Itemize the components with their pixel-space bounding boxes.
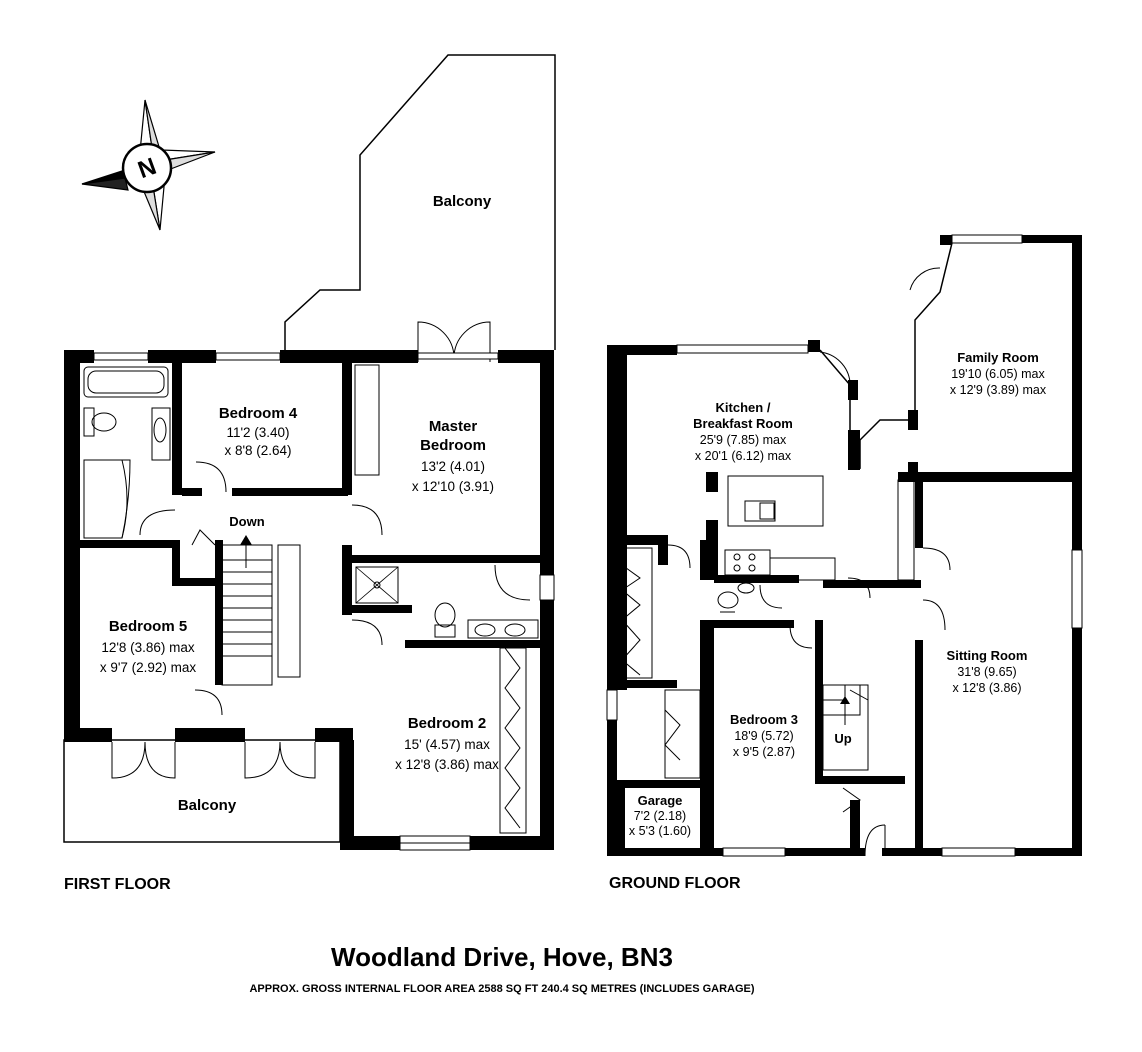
bedroom2-dim2: x 12'8 (3.86) max bbox=[395, 757, 499, 772]
kitchen-name-line2: Breakfast Room bbox=[693, 416, 793, 431]
bedroom4-name: Bedroom 4 bbox=[219, 405, 298, 422]
first-floor-plan bbox=[63, 54, 556, 851]
family-room-name: Family Room bbox=[957, 350, 1039, 365]
family-room-dim2: x 12'9 (3.89) max bbox=[950, 383, 1047, 397]
floor-area-subtitle: APPROX. GROSS INTERNAL FLOOR AREA 2588 S… bbox=[249, 983, 754, 995]
family-room-dim1: 19'10 (6.05) max bbox=[951, 367, 1045, 381]
first-floor-stairs-label: Down bbox=[229, 514, 264, 529]
bedroom3-dim1: 18'9 (5.72) bbox=[734, 729, 793, 743]
ground-floor-label: GROUND FLOOR bbox=[609, 875, 741, 892]
garage-dim1: 7'2 (2.18) bbox=[634, 809, 686, 823]
bedroom5-name: Bedroom 5 bbox=[109, 618, 187, 635]
bedroom5-dim1: 12'8 (3.86) max bbox=[101, 640, 195, 655]
bedroom2-name: Bedroom 2 bbox=[408, 715, 486, 732]
bedroom2-dim1: 15' (4.57) max bbox=[404, 737, 490, 752]
sitting-room-name: Sitting Room bbox=[947, 648, 1028, 663]
kitchen-dim2: x 20'1 (6.12) max bbox=[695, 449, 792, 463]
kitchen-name-line1: Kitchen / bbox=[716, 400, 771, 415]
bedroom5-dim2: x 9'7 (2.92) max bbox=[100, 660, 197, 675]
garage-dim2: x 5'3 (1.60) bbox=[629, 824, 691, 838]
bedroom4-dim2: x 8'8 (2.64) bbox=[224, 443, 291, 458]
sitting-room-dim1: 31'8 (9.65) bbox=[957, 665, 1016, 679]
kitchen-dim1: 25'9 (7.85) max bbox=[700, 433, 787, 447]
bedroom3-dim2: x 9'5 (2.87) bbox=[733, 745, 795, 759]
master-bedroom-dim2: x 12'10 (3.91) bbox=[412, 479, 494, 494]
property-title: Woodland Drive, Hove, BN3 bbox=[331, 942, 673, 972]
first-floor-label: FIRST FLOOR bbox=[64, 876, 171, 893]
master-bedroom-name-line2: Bedroom bbox=[420, 437, 486, 454]
master-bedroom-dim1: 13'2 (4.01) bbox=[421, 459, 485, 474]
bedroom3-name: Bedroom 3 bbox=[730, 712, 798, 727]
ground-floor-plan bbox=[606, 234, 1083, 857]
ground-floor-stairs-label: Up bbox=[834, 731, 851, 746]
sitting-room-dim2: x 12'8 (3.86) bbox=[952, 681, 1021, 695]
compass-icon: N bbox=[81, 99, 216, 231]
first-floor-balcony-top-label: Balcony bbox=[433, 193, 492, 210]
bedroom4-dim1: 11'2 (3.40) bbox=[226, 425, 289, 440]
first-floor-balcony-bottom-label: Balcony bbox=[178, 797, 237, 814]
garage-name: Garage bbox=[638, 793, 683, 808]
master-bedroom-name-line1: Master bbox=[429, 418, 478, 435]
